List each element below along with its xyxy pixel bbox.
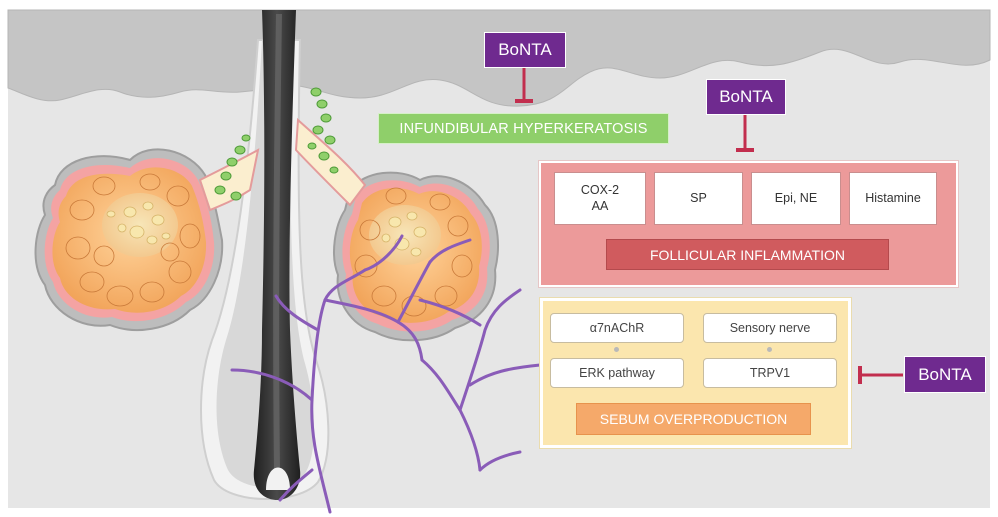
link-dot-left [614, 347, 619, 352]
link-dot-right [767, 347, 772, 352]
sebum-label: SEBUM OVERPRODUCTION [576, 403, 811, 435]
factor-sensory-nerve: Sensory nerve [703, 313, 837, 343]
right-sebaceous-gland [334, 173, 498, 341]
left-sebaceous-gland [36, 149, 223, 330]
mediator-sp: SP [654, 172, 743, 225]
mediator-cox2-aa: COX-2 AA [554, 172, 646, 225]
factor-trpv1: TRPV1 [703, 358, 837, 388]
bonta-tag-hyperkeratosis: BoNTA [484, 32, 566, 68]
factor-erk-pathway: ERK pathway [550, 358, 684, 388]
bonta-tag-inflammation: BoNTA [706, 79, 786, 115]
hyperkeratosis-label: INFUNDIBULAR HYPERKERATOSIS [378, 113, 669, 144]
mediator-epi-ne: Epi, NE [751, 172, 841, 225]
bonta-tag-sebum: BoNTA [904, 356, 986, 393]
factor-a7nachr: α7nAChR [550, 313, 684, 343]
mediator-histamine: Histamine [849, 172, 937, 225]
inflammation-label: FOLLICULAR INFLAMMATION [606, 239, 889, 270]
